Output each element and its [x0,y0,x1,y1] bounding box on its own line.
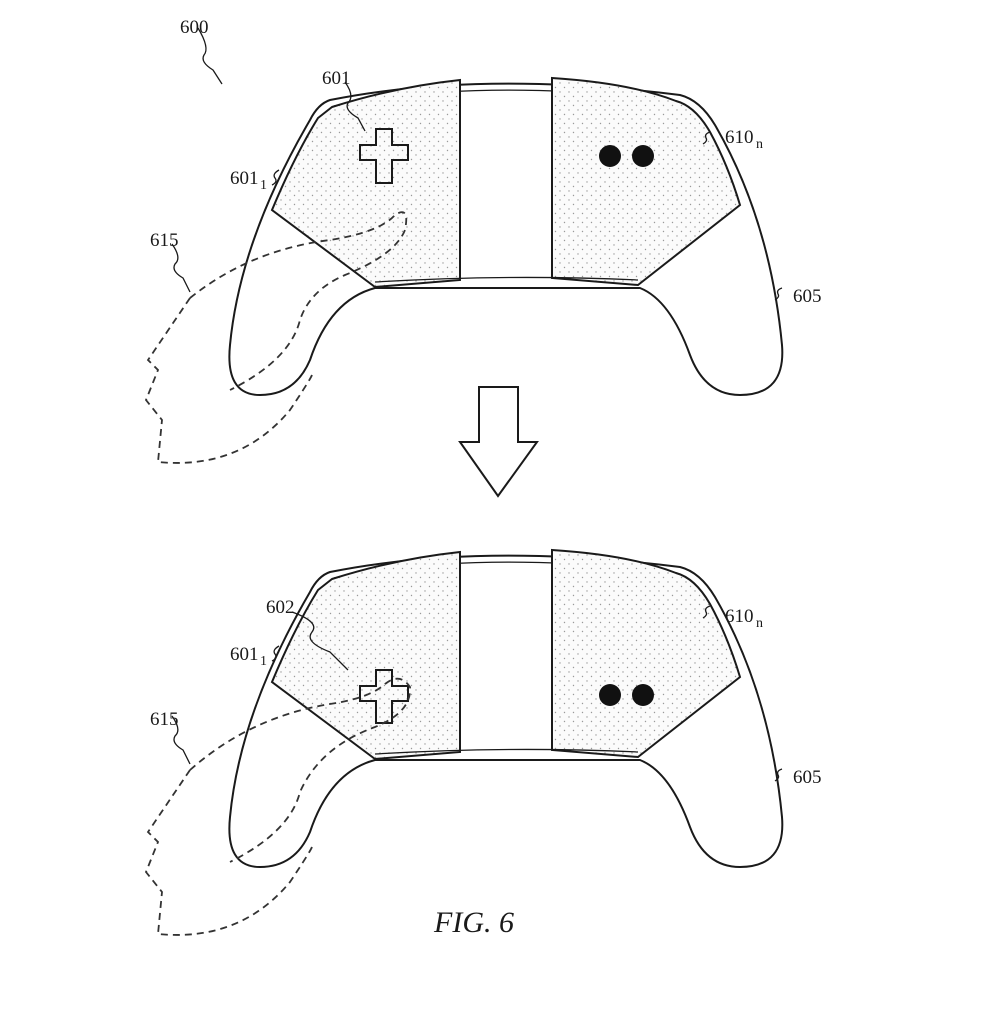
down-arrow-icon [458,386,539,498]
label-605: 605 [793,767,822,788]
dpad-icon [359,128,409,184]
button-icon [599,684,621,706]
label-615: 615 [150,709,179,730]
label-601-1: 601 [230,644,259,665]
label-601-1-sub: 1 [260,654,267,669]
button-icon [632,145,654,167]
label-600: 600 [180,17,209,38]
button-icon [599,145,621,167]
label-601-1: 601 [230,168,259,189]
label-601-1-sub: 1 [260,178,267,193]
label-605: 605 [793,286,822,307]
label-610n: 610 [725,127,754,148]
label-610n-sub: n [756,616,763,631]
figure-caption: FIG. 6 [433,906,514,939]
controller-bottom-view: 602 601 1 610 n 605 615 [144,549,822,936]
label-610n-sub: n [756,137,763,152]
label-602: 602 [266,597,295,618]
controller-top-view: 600 601 601 1 610 n 605 615 [144,17,822,464]
dpad-icon [359,669,409,724]
button-icon [632,684,654,706]
label-601: 601 [322,68,351,89]
hand-outline [189,677,411,863]
label-610n: 610 [725,606,754,627]
label-615: 615 [150,230,179,251]
